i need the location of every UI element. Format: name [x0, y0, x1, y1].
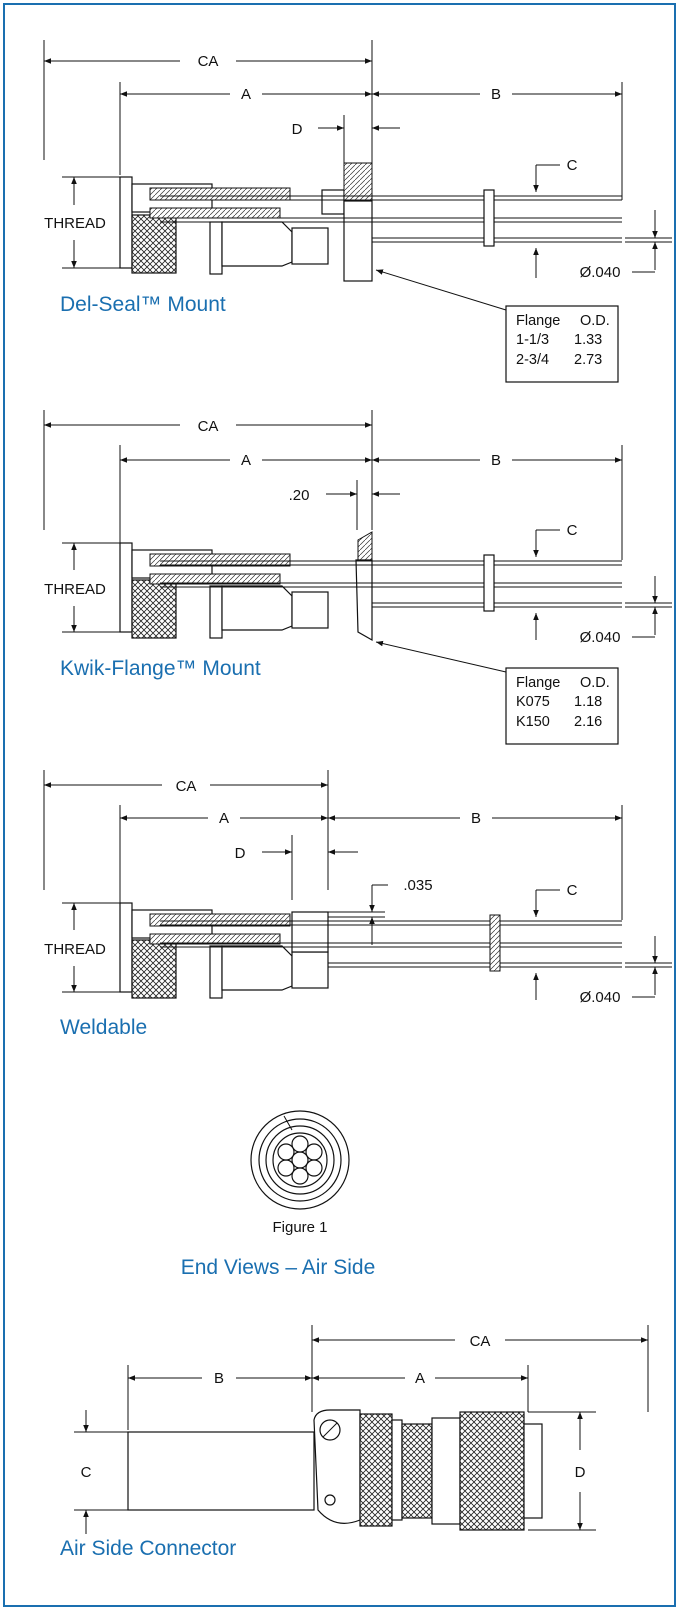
table-cell: 1.18	[574, 694, 602, 710]
pin-diameter-label: Ø.040	[580, 629, 621, 646]
kwik-flange-section: CA A B .20 THREAD C	[43, 410, 672, 745]
section-caption: Kwik-Flange™ Mount	[60, 657, 261, 680]
a-label: A	[241, 452, 251, 469]
b-label: B	[471, 810, 481, 827]
b-label: B	[491, 86, 501, 103]
thread-label: THREAD	[44, 215, 106, 232]
section-caption: Weldable	[60, 1016, 147, 1039]
section-caption: Del-Seal™ Mount	[60, 293, 226, 316]
thread-label: THREAD	[44, 581, 106, 598]
ca-label: CA	[176, 778, 197, 795]
pin-diameter-label: Ø.040	[580, 989, 621, 1006]
a-label: A	[415, 1370, 425, 1387]
table-cell: 2.73	[574, 352, 602, 368]
c-label: C	[567, 882, 578, 899]
c-label: C	[567, 157, 578, 174]
table-cell: 1.33	[574, 332, 602, 348]
table-cell: K075	[516, 694, 550, 710]
ca-label: CA	[198, 418, 219, 435]
table-header-od: O.D.	[580, 675, 610, 691]
a-label: A	[219, 810, 229, 827]
table-cell: 2-3/4	[516, 352, 549, 368]
c-label: C	[567, 522, 578, 539]
end-view-caption: End Views – Air Side	[181, 1256, 376, 1279]
figure-label: Figure 1	[272, 1219, 327, 1236]
air-side-caption: Air Side Connector	[60, 1537, 236, 1560]
b-label: B	[214, 1370, 224, 1387]
table-cell: 2.16	[574, 714, 602, 730]
wall-thickness-label: .035	[403, 877, 432, 894]
a-label: A	[241, 86, 251, 103]
thread-label: THREAD	[44, 941, 106, 958]
c-label: C	[81, 1464, 92, 1481]
end-view: Figure 1 End Views – Air Side	[181, 1110, 376, 1279]
table-header-flange: Flange	[516, 675, 560, 691]
table-header-od: O.D.	[580, 313, 610, 329]
d-label: D	[292, 121, 303, 138]
table-cell: K150	[516, 714, 550, 730]
d-label: D	[575, 1464, 586, 1481]
table-cell: 1-1/3	[516, 332, 549, 348]
air-side-connector: CA B A C D Air Side Connector	[60, 1325, 649, 1560]
pin-diameter-label: Ø.040	[580, 264, 621, 281]
b-label: B	[491, 452, 501, 469]
table-header-flange: Flange	[516, 313, 560, 329]
weldable-section: CA A B D .035 THREAD	[43, 770, 672, 1039]
d-label: .20	[289, 487, 310, 504]
ca-label: CA	[470, 1333, 491, 1350]
d-label: D	[235, 845, 246, 862]
del-seal-section: CA A B D THREAD	[43, 40, 672, 383]
ca-label: CA	[198, 53, 219, 70]
